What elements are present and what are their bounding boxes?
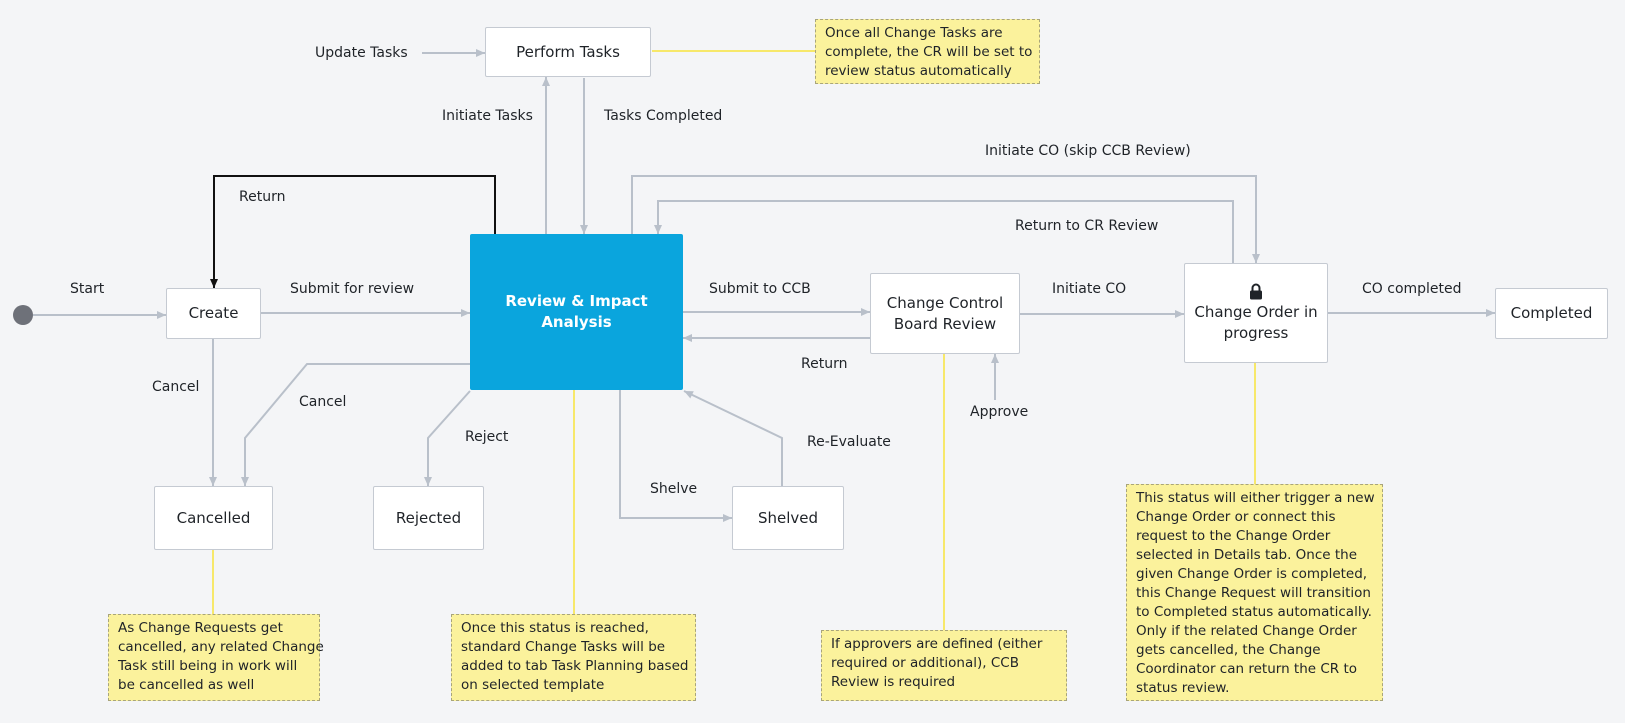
note-line: given Change Order is completed,	[1136, 566, 1368, 582]
note-line: As Change Requests get	[118, 620, 283, 636]
note-line: Only if the related Change Order	[1136, 623, 1357, 639]
label-return-to-create: Return	[239, 189, 286, 205]
note-line: Task still being in work will	[118, 658, 298, 674]
state-ccb-review[interactable]: Change Control Board Review	[870, 273, 1020, 354]
note-line: Review is required	[831, 674, 956, 690]
note-line: This status will either trigger a new	[1136, 490, 1375, 506]
state-shelved-label: Shelved	[757, 508, 819, 527]
note-line: standard Change Tasks will be	[461, 639, 666, 655]
label-initiate-co: Initiate CO	[1052, 281, 1127, 297]
transition-initiate-co-skip	[631, 175, 1260, 263]
transition-reject	[424, 390, 471, 486]
note-line: If approvers are defined (either	[831, 636, 1043, 652]
state-review-label: Review & Impact Analysis	[505, 292, 648, 331]
note-line: gets cancelled, the Change	[1136, 642, 1321, 658]
note-perform-tasks: Once all Change Tasks are complete, the …	[815, 19, 1040, 84]
label-return-to-cr-review: Return to CR Review	[1015, 218, 1159, 234]
state-perform-tasks-label: Perform Tasks	[516, 42, 620, 61]
label-shelve: Shelve	[650, 481, 698, 497]
note-line: Once all Change Tasks are	[825, 25, 1003, 41]
label-return-from-ccb: Return	[801, 356, 848, 372]
note-line: selected in Details tab. Once the	[1136, 547, 1358, 563]
label-cancel-from-review: Cancel	[299, 394, 347, 410]
state-completed[interactable]: Completed	[1495, 288, 1608, 339]
note-line: added to tab Task Planning based	[461, 658, 689, 674]
state-ccb-review-label-1: Change Control	[886, 293, 1004, 312]
note-cancelled: As Change Requests get cancelled, any re…	[108, 614, 324, 701]
transition-return-to-create	[210, 175, 496, 288]
label-initiate-tasks: Initiate Tasks	[442, 108, 533, 124]
state-change-order-label-2: progress	[1223, 323, 1289, 342]
state-create-label: Create	[188, 304, 239, 322]
note-line: review status automatically	[825, 63, 1012, 79]
note-line: status review.	[1136, 680, 1230, 696]
state-shelved[interactable]: Shelved	[732, 486, 844, 550]
note-review: Once this status is reached, standard Ch…	[451, 614, 696, 701]
note-line: be cancelled as well	[118, 677, 255, 693]
note-line: required or additional), CCB	[831, 655, 1019, 671]
label-submit-for-review: Submit for review	[290, 281, 415, 297]
state-change-order-in-progress[interactable]: Change Order in progress	[1184, 263, 1328, 363]
transition-re-evaluate	[683, 390, 783, 486]
transition-return-to-cr-review	[654, 200, 1234, 263]
label-submit-to-ccb: Submit to CCB	[709, 281, 811, 297]
start-node-dot	[13, 305, 33, 325]
note-line: request to the Change Order	[1136, 528, 1331, 544]
transition-cancel-from-review	[241, 363, 470, 486]
note-ccb: If approvers are defined (either require…	[821, 630, 1067, 701]
note-line: to Completed status automatically.	[1136, 604, 1372, 620]
state-create[interactable]: Create	[166, 288, 261, 339]
label-start: Start	[70, 281, 105, 297]
label-approve: Approve	[970, 404, 1029, 420]
state-review-impact-analysis[interactable]: Review & Impact Analysis	[470, 234, 683, 390]
label-co-completed: CO completed	[1362, 281, 1462, 297]
lock-icon	[1250, 283, 1262, 299]
note-line: Once this status is reached,	[461, 620, 649, 636]
state-rejected[interactable]: Rejected	[373, 486, 484, 550]
note-line: this Change Request will transition	[1136, 585, 1371, 601]
label-reject: Reject	[465, 429, 509, 445]
label-cancel-from-create: Cancel	[152, 379, 200, 395]
state-change-order-label-1: Change Order in	[1194, 302, 1318, 321]
state-cancelled-label: Cancelled	[176, 508, 251, 527]
state-completed-label: Completed	[1510, 304, 1593, 322]
transition-shelve	[619, 390, 732, 522]
note-line: Change Order or connect this	[1136, 509, 1336, 525]
state-cancelled[interactable]: Cancelled	[154, 486, 273, 550]
state-rejected-label: Rejected	[395, 508, 462, 527]
note-change-order: This status will either trigger a new Ch…	[1126, 484, 1383, 701]
label-update-tasks: Update Tasks	[315, 45, 408, 61]
label-re-evaluate: Re-Evaluate	[807, 434, 891, 450]
label-initiate-co-skip: Initiate CO (skip CCB Review)	[985, 143, 1191, 159]
note-line: Coordinator can return the CR to	[1136, 661, 1358, 677]
label-tasks-completed: Tasks Completed	[604, 108, 723, 124]
state-ccb-review-label-2: Board Review	[893, 314, 997, 333]
state-perform-tasks[interactable]: Perform Tasks	[485, 27, 651, 77]
note-line: complete, the CR will be set to	[825, 44, 1033, 60]
note-line: on selected template	[461, 677, 605, 693]
note-line: cancelled, any related Change	[118, 639, 324, 655]
